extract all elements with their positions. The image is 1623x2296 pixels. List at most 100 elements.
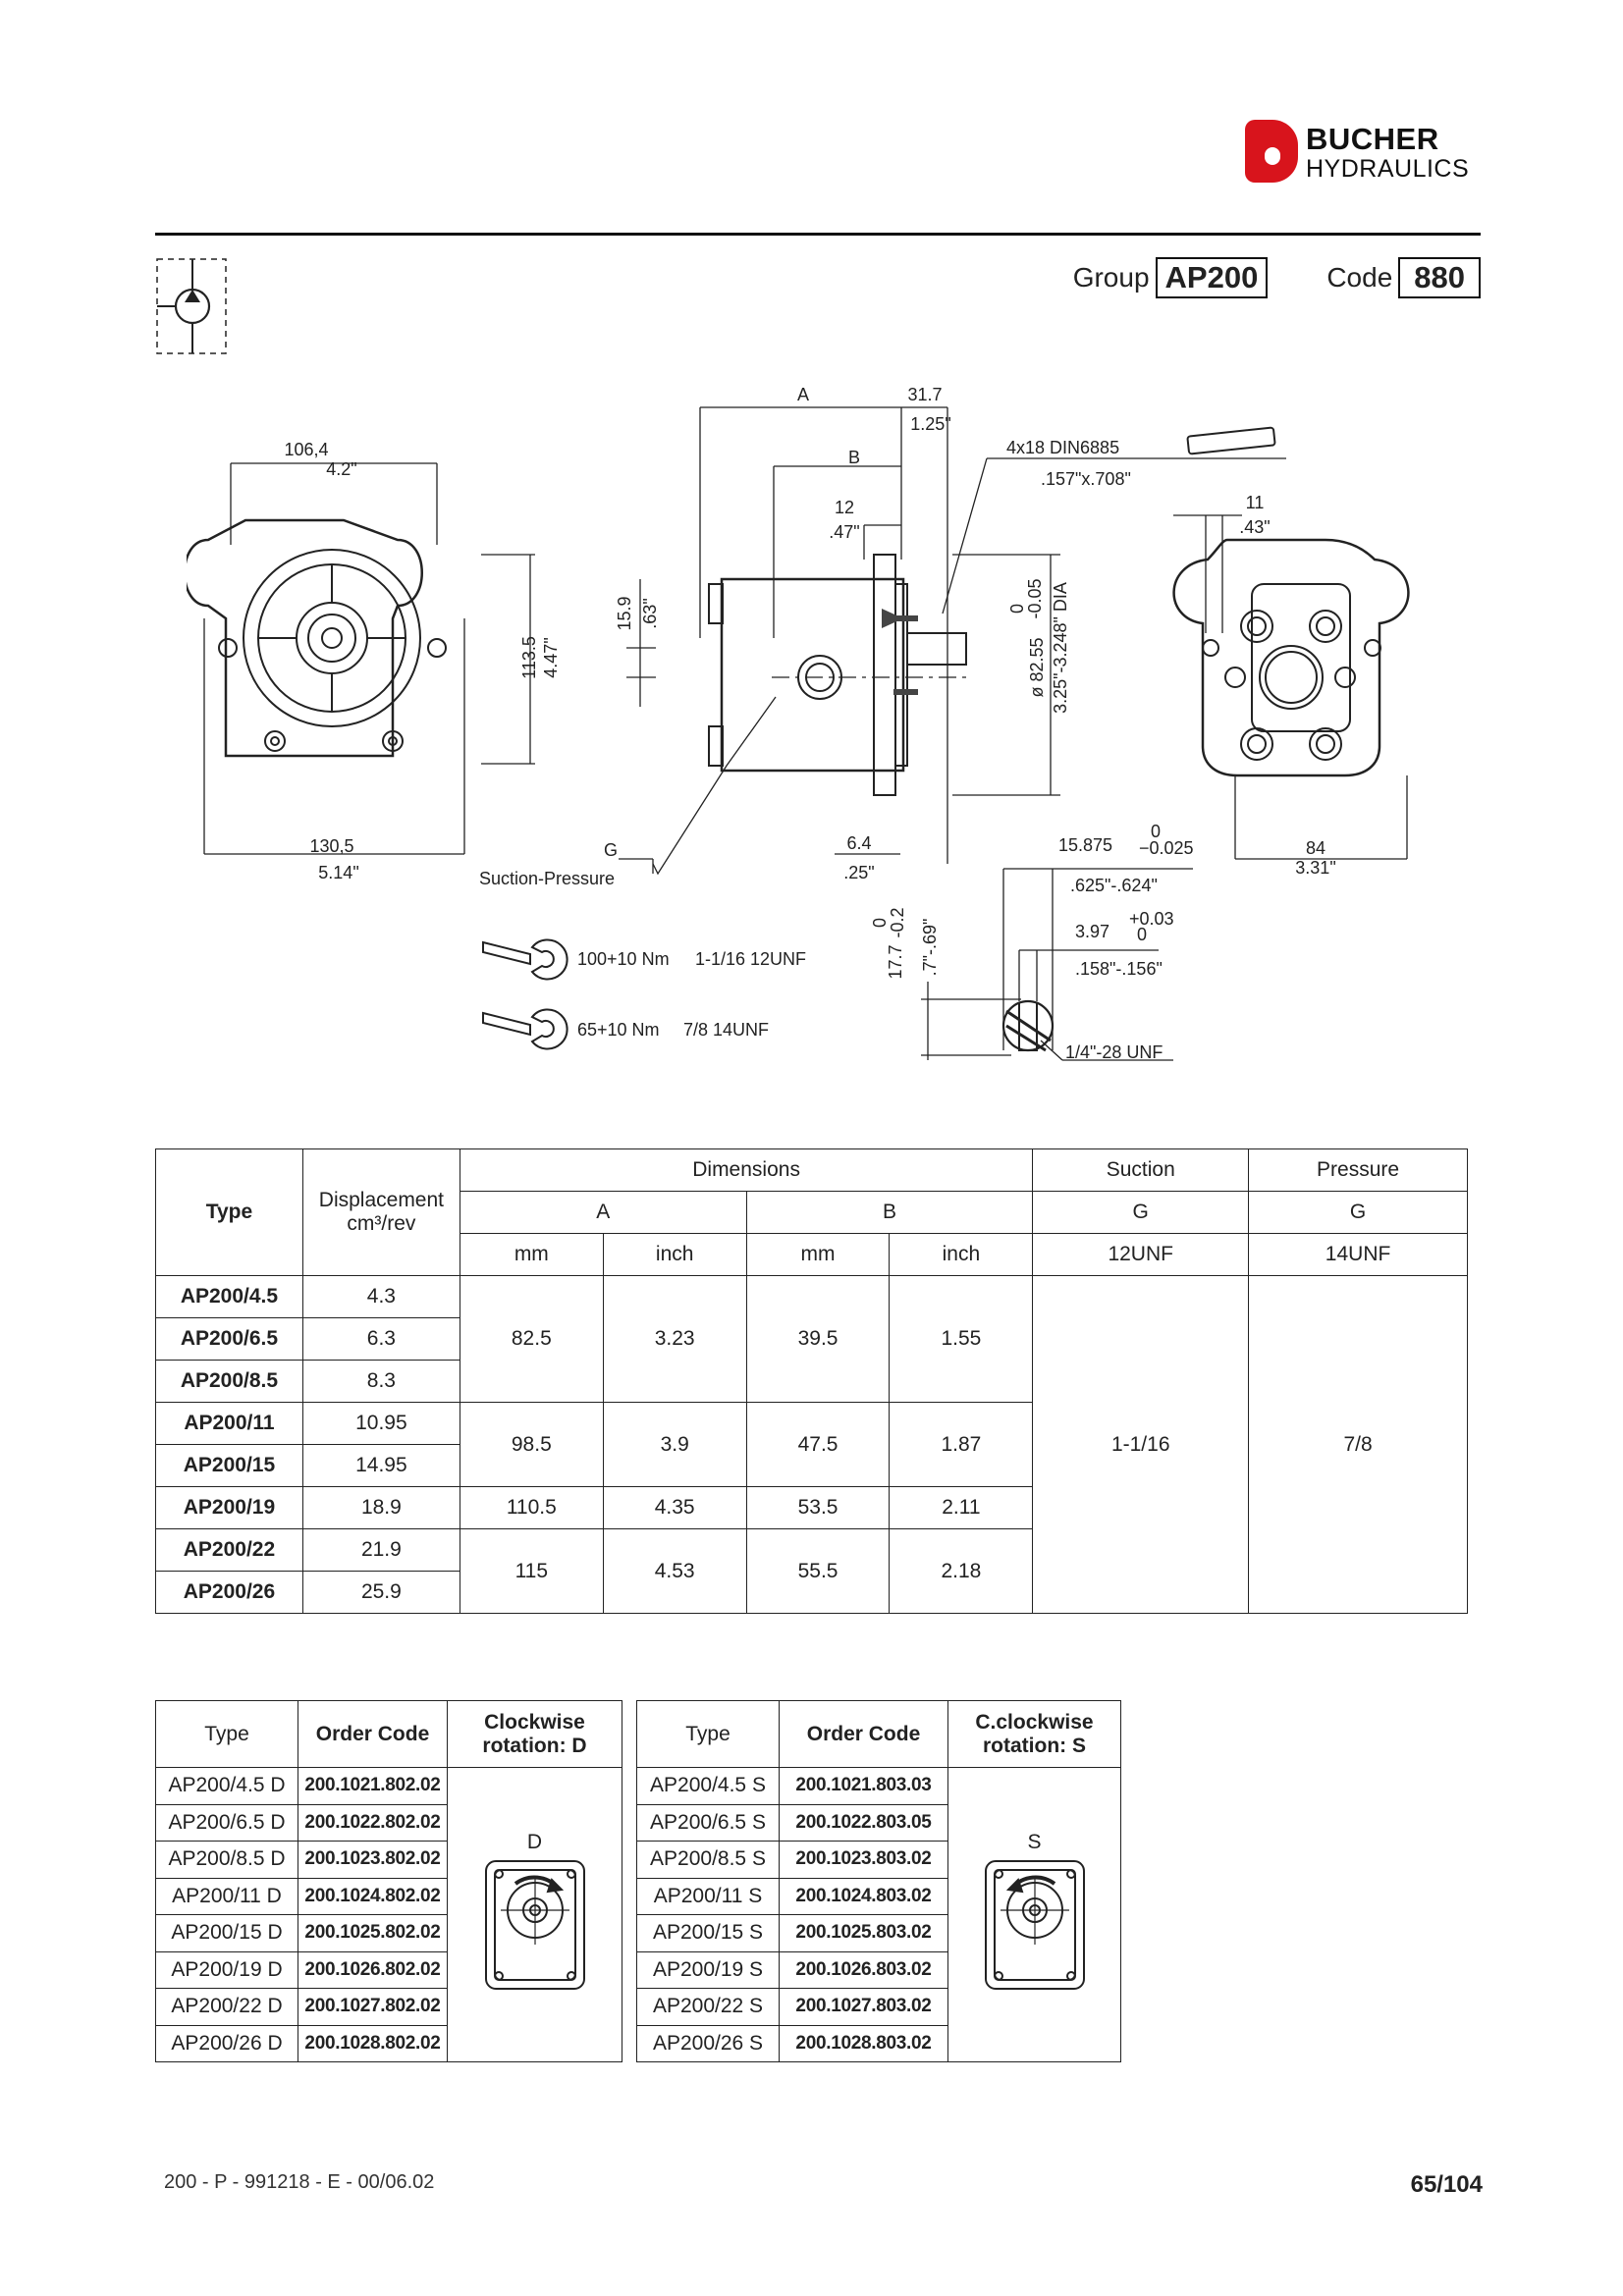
technical-drawing: 106,4 4.2" 130,5 5.14" 113.5 4.47" A 31.… (187, 385, 1410, 1062)
header-displacement-unit: cm³/rev (347, 1212, 416, 1235)
rear-view (1172, 538, 1410, 777)
order-code-cell: 200.1024.803.02 (779, 1877, 948, 1915)
dim-a-label: A (797, 385, 809, 404)
order-code-cell: 200.1026.803.02 (779, 1950, 948, 1989)
type-cell: AP200/8.5 (155, 1360, 303, 1403)
port-g-label: G (604, 840, 618, 860)
disp-cell: 4.3 (301, 1275, 460, 1318)
header-pressure: Pressure (1248, 1148, 1468, 1192)
torque-1: 100+10 Nm (577, 949, 670, 969)
order-type-cell: AP200/4.5 S (636, 1767, 780, 1805)
order-type-cell: AP200/15 D (155, 1914, 298, 1952)
disp-cell: 18.9 (301, 1486, 460, 1529)
key-icon (1186, 426, 1276, 455)
a-inch-cell: 4.53 (602, 1528, 747, 1614)
disp-cell: 14.95 (301, 1444, 460, 1487)
dim-17-7-tol-top: 0 (870, 918, 890, 928)
disp-cell: 21.9 (301, 1528, 460, 1572)
code-value: 880 (1398, 257, 1481, 298)
shaft-detail (1001, 999, 1055, 1052)
dim-17-7: 17.7 (886, 944, 905, 979)
dim-dia: ø 82.55 (1027, 637, 1047, 697)
suction-cell: 1-1/16 (1032, 1275, 1250, 1614)
document-number: 200 - P - 991218 - E - 00/06.02 (164, 2171, 435, 2193)
rotation-subtitle: rotation: D (482, 1734, 587, 1757)
table-row: AP200/22 21.9 115 4.53 55.5 2.18 (155, 1528, 1468, 1614)
order-code-cell: 200.1024.802.02 (298, 1877, 448, 1915)
dim-84: 84 (1306, 838, 1325, 858)
clockwise-rotation-icon (484, 1859, 585, 1990)
dim-84-inch: 3.31" (1295, 858, 1335, 878)
logo-text-bucher: BUCHER (1306, 122, 1439, 156)
order-code-cell: 200.1028.802.02 (298, 2024, 448, 2062)
group-code-row: Group AP200 Code 880 (1073, 257, 1481, 298)
rotation-title: C.clockwise (975, 1710, 1094, 1734)
dim-17-7-inch: .7"-.69" (920, 919, 940, 977)
a-inch-cell: 3.9 (602, 1402, 747, 1487)
order-table-counterclockwise: Type Order Code C.clockwise rotation: S … (636, 1700, 1121, 2062)
a-mm-cell: 110.5 (459, 1486, 604, 1529)
order-type-cell: AP200/6.5 D (155, 1803, 298, 1842)
order-header-code: Order Code (298, 1700, 448, 1768)
header-displacement: Displacement cm³/rev (301, 1148, 460, 1276)
pressure-cell: 7/8 (1248, 1275, 1468, 1614)
rotation-letter: D (526, 1830, 543, 1853)
dim-b-label: B (848, 448, 860, 467)
order-header-type: Type (636, 1700, 780, 1768)
table-row: AP200/4.5 D 200.1021.802.02 D (155, 1767, 622, 2062)
dim-12-inch: .47" (829, 522, 859, 542)
b-mm-cell: 39.5 (745, 1275, 891, 1403)
header-b-mm: mm (745, 1233, 891, 1276)
dim-11: 11 (1246, 493, 1265, 512)
header-displacement-label: Displacement (318, 1189, 445, 1211)
header-b: B (745, 1191, 1034, 1234)
b-inch-cell: 1.55 (889, 1275, 1034, 1403)
header-14unf: 14UNF (1248, 1233, 1468, 1276)
type-cell: AP200/11 (155, 1402, 303, 1445)
code-label: Code (1326, 262, 1393, 293)
type-cell: AP200/19 (155, 1486, 303, 1529)
dim-3-97-inch: .158"-.156" (1075, 959, 1163, 979)
header-rule (155, 233, 1481, 236)
header-12unf: 12UNF (1032, 1233, 1250, 1276)
header-a-inch: inch (602, 1233, 747, 1276)
group-value: AP200 (1155, 257, 1269, 298)
dim-31-7: 31.7 (907, 385, 942, 404)
logo-text-hydraulics: HYDRAULICS (1306, 155, 1470, 183)
a-mm-cell: 98.5 (459, 1402, 604, 1487)
wrench-icon (482, 1008, 568, 1050)
dim-front-base-inch: 5.14" (318, 863, 358, 882)
order-header-code: Order Code (779, 1700, 948, 1768)
order-header-rotation: C.clockwise rotation: S (947, 1700, 1121, 1768)
dim-11-inch: .43" (1239, 517, 1270, 537)
order-type-cell: AP200/4.5 D (155, 1767, 298, 1805)
torque-1-thread: 1-1/16 12UNF (695, 949, 806, 969)
order-code-cell: 200.1021.803.03 (779, 1767, 948, 1805)
side-view (708, 554, 972, 796)
b-inch-cell: 1.87 (889, 1402, 1034, 1487)
order-code-cell: 200.1025.803.02 (779, 1914, 948, 1952)
page-number: 65/104 (1410, 2171, 1483, 2198)
b-inch-cell: 2.18 (889, 1528, 1034, 1614)
order-type-cell: AP200/26 S (636, 2024, 780, 2062)
dim-15-875-tol-bot: −0.025 (1139, 838, 1194, 858)
dim-front-height: 113.5 (519, 636, 539, 679)
table-row: AP200/4.5 S 200.1021.803.03 S (636, 1767, 1121, 2062)
order-code-cell: 200.1023.802.02 (298, 1841, 448, 1879)
order-type-cell: AP200/19 D (155, 1950, 298, 1989)
rotation-diagram-cell: S (947, 1767, 1121, 2062)
order-type-cell: AP200/26 D (155, 2024, 298, 2062)
rotation-letter: S (1027, 1830, 1042, 1853)
pump-symbol-icon (156, 258, 227, 354)
rotation-title: Clockwise (484, 1710, 585, 1734)
dim-15-875-tol-top: 0 (1151, 822, 1161, 841)
shaft-thread: 1/4"-28 UNF (1065, 1042, 1163, 1062)
type-cell: AP200/22 (155, 1528, 303, 1572)
order-type-cell: AP200/6.5 S (636, 1803, 780, 1842)
a-inch-cell: 3.23 (602, 1275, 747, 1403)
table-row: AP200/26 25.9 (155, 1571, 1468, 1614)
header-suction: Suction (1032, 1148, 1250, 1192)
